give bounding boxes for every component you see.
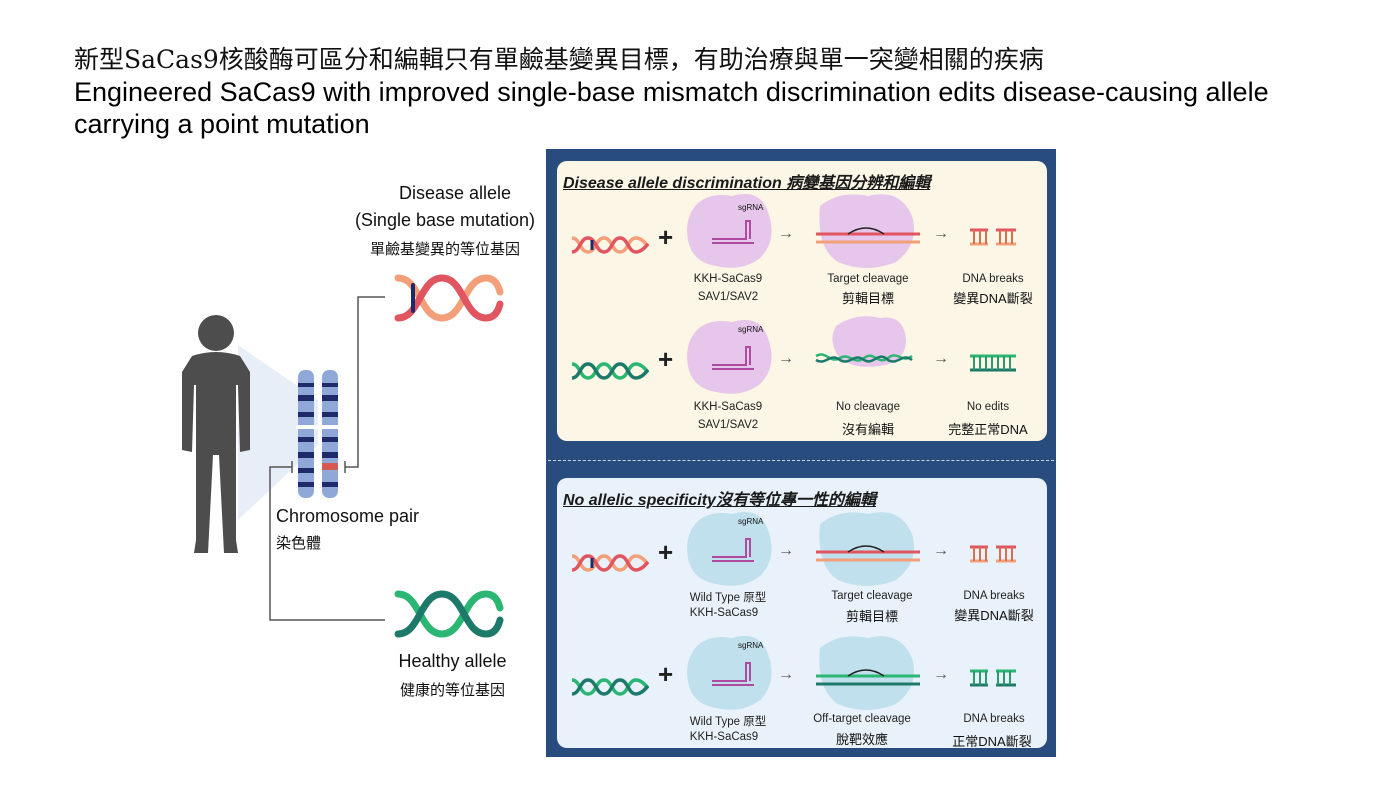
plus-sign: + <box>658 659 674 689</box>
healthy-dna-icon <box>570 362 650 380</box>
panel-divider <box>548 460 1054 461</box>
chromosome-pair-label: Chromosome pair <box>276 506 420 526</box>
disease-allele-zh-label: 單鹼基變異的等位基因 <box>369 241 520 258</box>
result-label: DNA breaks <box>963 590 1025 602</box>
no-cleavage-complex-icon <box>832 316 906 367</box>
result-zh-label: 變異DNA斷裂 <box>954 608 1034 623</box>
panel-disease-discrimination <box>557 161 1047 441</box>
enzyme-label: Wild Type 原型 <box>689 592 767 604</box>
cas9-enzyme-icon <box>687 194 772 268</box>
enzyme-label: Wild Type 原型 <box>689 716 767 728</box>
target-complex-icon <box>819 512 914 586</box>
title-english: Engineered SaCas9 with improved single-b… <box>74 77 1269 139</box>
healthy-dna-icon <box>570 678 650 696</box>
arrow-icon: → <box>933 542 949 559</box>
arrow-icon: → <box>778 542 794 559</box>
plus-sign: + <box>658 537 674 567</box>
sgrna-label: sgRNA <box>738 325 764 334</box>
title-chinese: 新型SaCas9核酸酶可區分和編輯只有單鹼基變異目標，有助治療與單一突變相關的疾… <box>74 45 1044 74</box>
arrow-icon: → <box>933 225 949 242</box>
connector-healthy <box>269 466 385 621</box>
off-target-dna-icon <box>816 669 920 686</box>
arrow-icon: → <box>778 350 794 367</box>
sgrna-label: sgRNA <box>738 641 764 650</box>
cleaved-dna-icon <box>816 227 920 244</box>
enzyme-variant-label: SAV1/SAV2 <box>697 291 759 303</box>
step-zh-label: 沒有編輯 <box>841 422 894 437</box>
arrow-icon: → <box>778 666 794 683</box>
sgrna-label: sgRNA <box>738 517 764 526</box>
enzyme-label: KKH-SaCas9 <box>693 401 763 413</box>
step-label: Off-target cleavage <box>813 713 911 725</box>
connector-disease <box>345 296 385 468</box>
person-icon <box>182 315 250 553</box>
enzyme-variant-label: KKH-SaCas9 <box>689 607 759 619</box>
arrow-icon: → <box>933 350 949 367</box>
cleaved-dna-icon <box>816 545 920 562</box>
step-label: Target cleavage <box>831 590 913 602</box>
intact-dna-icon <box>815 353 913 363</box>
result-zh-label: 正常DNA斷裂 <box>952 734 1032 749</box>
disease-dna-icon <box>570 236 650 254</box>
step-zh-label: 剪輯目標 <box>845 609 898 624</box>
off-target-complex-icon <box>819 636 914 710</box>
panel-b-heading: No allelic specificity沒有等位專一性的編輯 <box>563 492 876 509</box>
result-zh-label: 完整正常DNA <box>948 422 1028 437</box>
step-label: No cleavage <box>836 401 900 413</box>
disease-dna-icon <box>570 554 650 572</box>
healthy-dna-icon <box>394 590 504 638</box>
target-complex-icon <box>819 194 914 268</box>
cas9-enzyme-icon <box>687 320 772 394</box>
enzyme-variant-label: KKH-SaCas9 <box>689 731 759 743</box>
step-label: Target cleavage <box>827 273 909 285</box>
plus-sign: + <box>658 344 674 374</box>
no-edits-icon <box>968 354 1018 372</box>
single-base-mutation-label: (Single base mutation) <box>354 210 536 230</box>
step-zh-label: 脫靶效應 <box>835 732 888 747</box>
enzyme-label: KKH-SaCas9 <box>693 273 763 285</box>
disease-allele-label: Disease allele <box>398 183 512 203</box>
wt-cas9-enzyme-icon <box>687 512 772 586</box>
result-label: DNA breaks <box>962 273 1024 285</box>
arrow-icon: → <box>778 225 794 242</box>
healthy-allele-zh-label: 健康的等位基因 <box>399 682 505 699</box>
arrow-icon: → <box>933 666 949 683</box>
panel-a-heading: Disease allele discrimination 病變基因分辨和編輯 <box>563 175 931 192</box>
chromosome-pair-icon <box>296 370 340 498</box>
disease-dna-icon <box>394 274 504 322</box>
result-zh-label: 變異DNA斷裂 <box>953 291 1033 306</box>
result-label: No edits <box>966 401 1010 413</box>
panel-no-allelic-specificity <box>557 478 1047 748</box>
wt-cas9-enzyme-icon <box>687 636 772 710</box>
healthy-allele-label: Healthy allele <box>398 651 507 671</box>
plus-sign: + <box>658 222 674 252</box>
result-label: DNA breaks <box>963 713 1025 725</box>
sgrna-label: sgRNA <box>738 203 764 212</box>
chromosome-pair-zh-label: 染色體 <box>276 535 322 552</box>
enzyme-variant-label: SAV1/SAV2 <box>697 419 759 431</box>
step-zh-label: 剪輯目標 <box>841 291 894 306</box>
